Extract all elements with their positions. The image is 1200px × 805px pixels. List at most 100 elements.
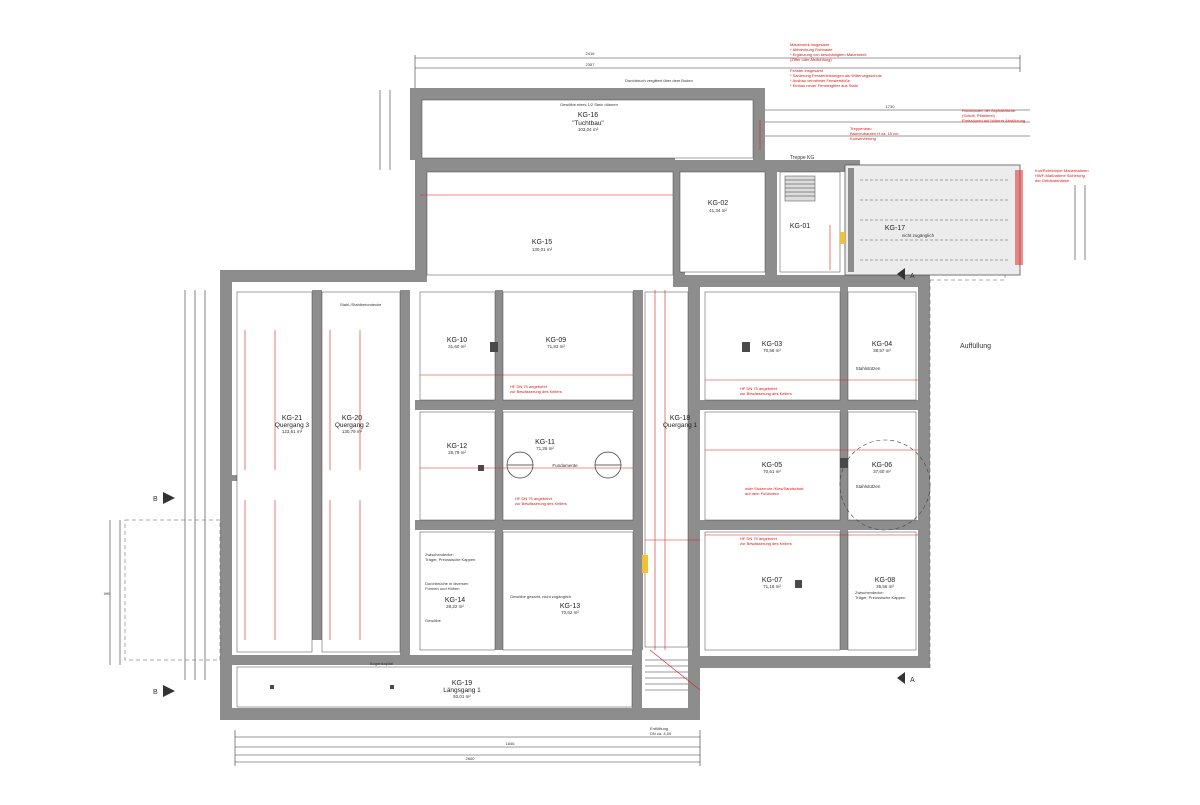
- room-kg16-area: 103,04 m²: [578, 127, 599, 132]
- upper-right-hatch: [844, 164, 1023, 276]
- room-kg11-id: KG-11: [535, 439, 555, 446]
- room-kg09-id: KG-09: [546, 337, 566, 344]
- dim-left-1: 990: [104, 591, 111, 596]
- section-a-right: A: [910, 677, 915, 684]
- top-dimensions: [414, 55, 1030, 137]
- room-kg07-area: 71,18 m²: [763, 584, 781, 589]
- room-kg07-id: KG-07: [762, 577, 782, 584]
- left-dashed-area: [124, 519, 221, 661]
- room-kg12-area: 28,78 m²: [448, 450, 466, 455]
- left-dimensions: [109, 90, 391, 680]
- dim-bottom-total: 2600: [466, 756, 476, 761]
- right-dimensions: [1074, 185, 1086, 260]
- stairs-kg: [645, 179, 815, 691]
- room-kg12-id: KG-12: [447, 443, 467, 450]
- auffuellung-outline: [929, 275, 1006, 668]
- room-kg06-id: KG-06: [872, 462, 892, 469]
- section-b-left-2: B: [153, 689, 158, 696]
- room-kg14-id: KG-14: [445, 597, 465, 604]
- bottom-dimensions: [234, 730, 701, 766]
- room-kg17-id: KG-17: [885, 225, 905, 232]
- marker-yellow-1: [642, 555, 648, 573]
- auffuellung-label: Auffüllung: [960, 343, 991, 350]
- section-b-left: B: [153, 496, 158, 503]
- room-kg02-area: 41,34 m²: [709, 208, 727, 213]
- room-kg03-area: 70,58 m²: [763, 348, 781, 353]
- dim-right-1: 1730: [886, 104, 896, 109]
- room-kg02-id: KG-02: [708, 200, 728, 207]
- room-kg04-area: 38,57 m²: [873, 348, 891, 353]
- room-kg21-id: KG-21: [282, 415, 302, 422]
- room-kg08-id: KG-08: [875, 577, 895, 584]
- shafts: [270, 342, 848, 689]
- room-fills: [236, 99, 917, 708]
- room-kg18-name: Quergang 1: [663, 422, 698, 429]
- room-kg15-id: KG-15: [532, 239, 552, 246]
- room-kg16-id: KG-16: [578, 112, 598, 119]
- room-kg10-area: 31,60 m²: [448, 344, 466, 349]
- dim-top-sub: 2357: [586, 62, 596, 67]
- note-stahlbetondecke: Stahl-/Stahlbetondecke: [340, 302, 382, 307]
- room-kg16-name: "Tuchtbau": [572, 120, 604, 127]
- dashed-circle-kg06: [839, 439, 931, 531]
- stahlstuetzen-label-2: Stahlstützen: [856, 484, 881, 489]
- room-kg06-area: 37,60 m²: [873, 469, 891, 474]
- room-kg05-id: KG-05: [762, 462, 782, 469]
- room-kg19-area: 93,01 m²: [453, 694, 471, 699]
- room-kg10-id: KG-10: [447, 337, 467, 344]
- room-kg08-area: 35,56 m²: [876, 584, 894, 589]
- dim-bottom-sub: 1846: [506, 741, 516, 746]
- room-kg11-area: 71,26 m²: [536, 446, 554, 451]
- room-kg05-area: 70,61 m²: [763, 469, 781, 474]
- red-note-rueckbau: Rückbauten der Asphaltfläche(Schutt, Pfl…: [962, 108, 1025, 123]
- treppe-kg-label: Treppe KG: [790, 155, 814, 161]
- room-kg21-area: 123,61 m²: [282, 429, 303, 434]
- room-kg01-id: KG-01: [790, 223, 810, 230]
- red-note-mauerwerk: Mauerwerk insgesamt* Abbrechung Rohbaute…: [790, 42, 867, 62]
- marker-yellow-2: [840, 232, 845, 244]
- room-kg19-name: Längsgang 1: [443, 687, 481, 694]
- room-kg20-area: 130,79 m²: [342, 429, 363, 434]
- room-kg20-id: KG-20: [342, 415, 362, 422]
- foundations: [506, 451, 622, 479]
- room-kg03-id: KG-03: [762, 341, 782, 348]
- red-lines: [244, 120, 918, 691]
- room-kg18-id: KG-18: [670, 415, 690, 422]
- interior-walls: [232, 158, 918, 710]
- room-kg13-area: 70,62 m²: [561, 610, 579, 615]
- durchbruch-note: Durchbruch verglitert über dem Boden: [625, 78, 693, 83]
- room-kg15-area: 130,01 m²: [532, 247, 553, 252]
- note-zwischendecke-2: Zwischendecke:Träger, Preussische Kappen: [855, 590, 905, 600]
- room-kg13-id: KG-13: [560, 603, 580, 610]
- red-note-fenster: Fenster insgesamt* Sanierung Fensterleis…: [790, 68, 882, 88]
- room-kg17-nicht: nicht zugänglich: [902, 233, 935, 238]
- room-kg19-id: KG-19: [452, 680, 472, 687]
- room-kg04-id: KG-04: [872, 341, 892, 348]
- room-kg20-name: Quergang 2: [335, 422, 370, 429]
- note-gewoelbe: Gewölbe: [425, 618, 442, 623]
- room-kg09-area: 71,83 m²: [547, 344, 565, 349]
- stahlstuetzen-label-1: Stahlstützen: [856, 366, 881, 371]
- note-bogenkapital: Bogenkapital: [370, 661, 393, 666]
- note-gewoelbe-gesamt: Gewölbe gesamt, nicht zugänglich: [510, 594, 571, 599]
- section-markers: [163, 268, 905, 697]
- fundamente-label: Fundamente: [552, 463, 578, 468]
- main-walls: [220, 88, 930, 720]
- gewoelbe-upper-note: Gewölbe eines 1/2 Stein dünnen: [560, 102, 618, 107]
- room-kg21-name: Quergang 3: [275, 422, 310, 429]
- note-zwischendecke: Zwischendecke:Träger, Preussische Kappen: [425, 552, 475, 562]
- upper-small-rooms: [679, 171, 841, 273]
- section-a-right-2: A: [910, 273, 915, 280]
- dim-top-total: 2416: [586, 51, 596, 56]
- room-kg14-area: 28,22 m²: [446, 604, 464, 609]
